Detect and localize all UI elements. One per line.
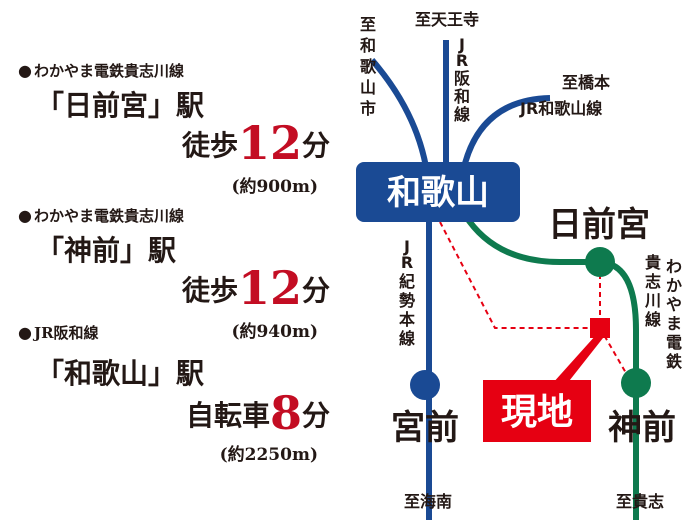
hub-station-label: 和歌山 (387, 173, 489, 213)
svg-text:R: R (401, 253, 413, 272)
svg-text:至: 至 (360, 15, 376, 34)
line-kishigawa-label-1: 貴 志 川 線 (644, 253, 661, 329)
info-block-wakayama: ●JR阪和線 「和歌山」駅 自転車8分 (約2250m) (18, 322, 330, 472)
svg-text:紀: 紀 (399, 272, 415, 291)
line-wakayama-label: JR和歌山線 (519, 99, 602, 118)
svg-text:や: や (666, 295, 682, 314)
line-label: ●わかやま電鉄貴志川線 (18, 206, 184, 225)
line-label: ●JR阪和線 (18, 323, 99, 342)
svg-text:線: 線 (399, 329, 415, 348)
travel-time: 徒歩12分 (181, 261, 330, 315)
line-kisei-label: J R 紀 勢 本 線 (399, 237, 415, 348)
station-label-nichizengu: 日前宮 (548, 205, 650, 245)
station-label-miyamae: 宮前 (391, 408, 459, 448)
svg-text:志: 志 (645, 272, 661, 291)
line-label: ●わかやま電鉄貴志川線 (18, 61, 184, 80)
svg-text:ま: ま (666, 314, 682, 333)
line-kishigawa (462, 213, 639, 520)
dest-kishi: 至貴志 (616, 492, 664, 511)
distance: (約900m) (231, 177, 318, 197)
station-name: 「和歌山」駅 (36, 357, 205, 390)
callout-pointer (552, 335, 603, 390)
distance: (約2250m) (219, 445, 318, 465)
travel-time: 自転車8分 (185, 386, 330, 440)
svg-text:山: 山 (360, 78, 376, 97)
svg-text:か: か (666, 276, 682, 295)
svg-text:川: 川 (644, 291, 661, 310)
svg-text:線: 線 (454, 105, 470, 124)
svg-text:貴: 貴 (645, 253, 661, 272)
bullet-icon: ● (18, 323, 32, 342)
line-kishigawa-label-2: わ か や ま 電 鉄 (666, 257, 682, 371)
svg-text:勢: 勢 (399, 291, 415, 310)
dest-kainan: 至海南 (404, 492, 452, 511)
dest-tennoji: 至天王寺 (415, 10, 479, 29)
svg-text:本: 本 (399, 310, 415, 329)
svg-text:電: 電 (666, 333, 682, 352)
svg-text:和: 和 (360, 36, 376, 55)
bullet-icon: ● (18, 61, 32, 80)
line-hanwa-label: J R 阪 和 線 (454, 35, 471, 124)
station-marker-nichizengu (585, 247, 615, 277)
current-location-box (483, 380, 591, 442)
station-name: 「日前宮」駅 (36, 89, 205, 122)
current-location-label: 現地 (501, 392, 573, 433)
current-location-icon (590, 318, 610, 338)
svg-text:線: 線 (645, 310, 661, 329)
svg-text:J: J (458, 35, 465, 54)
svg-text:J: J (403, 237, 410, 256)
info-block-kanzaki: ●わかやま電鉄貴志川線 「神前」駅 徒歩12分 (約940m) (18, 205, 330, 345)
bullet-icon: ● (18, 206, 32, 225)
walk-route-hub (439, 221, 600, 329)
station-marker-kanzaki (621, 368, 651, 398)
svg-text:R: R (456, 51, 468, 70)
hub-station-box (356, 162, 520, 222)
station-label-kanzaki: 神前 (608, 408, 676, 448)
distance: (約940m) (231, 322, 318, 342)
station-name: 「神前」駅 (36, 234, 177, 267)
svg-text:鉄: 鉄 (666, 352, 682, 371)
dest-hashimoto: 至橋本 (562, 73, 610, 92)
svg-text:阪: 阪 (454, 69, 471, 88)
travel-time: 徒歩12分 (181, 116, 330, 170)
svg-text:わ: わ (666, 257, 682, 276)
info-block-nichizengu: ●わかやま電鉄貴志川線 「日前宮」駅 徒歩12分 (約900m) (18, 60, 330, 200)
dest-wakayamashi: 至 和 歌 山 市 (360, 15, 377, 118)
svg-text:歌: 歌 (360, 57, 377, 76)
svg-text:市: 市 (360, 99, 376, 118)
station-marker-miyamae (410, 370, 440, 400)
svg-text:和: 和 (454, 87, 470, 106)
